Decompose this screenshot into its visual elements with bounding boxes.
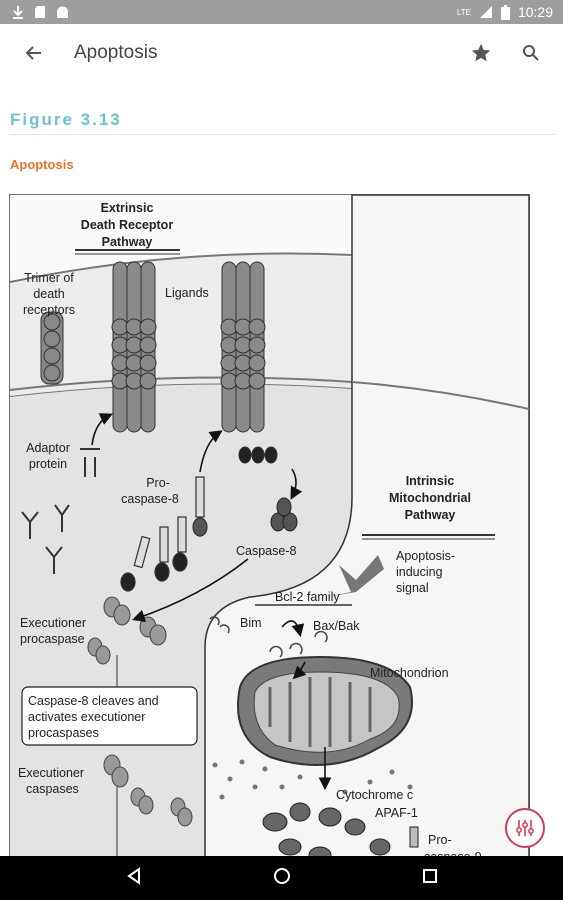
callout-box — [21, 686, 198, 746]
trimer-label-line3: receptors — [23, 303, 75, 317]
procaspase-8-molecules — [120, 476, 208, 592]
procaspase8-label-line2: caspase-8 — [121, 492, 179, 506]
cell-membrane-right — [351, 381, 530, 410]
system-nav-bar — [0, 856, 563, 900]
bim-label: Bim — [240, 616, 262, 630]
extrinsic-title-line2: Death Receptor — [81, 218, 174, 232]
favorite-button[interactable] — [459, 31, 503, 75]
apoptosis-diagram: Extrinsic Death Receptor Pathway Trimer … — [9, 194, 530, 856]
status-left-icons — [0, 5, 69, 19]
nav-recents-button[interactable] — [422, 868, 438, 889]
app-bar: Apoptosis — [0, 24, 563, 82]
signal-label-line1: Apoptosis- — [396, 549, 455, 563]
procaspase8-label-line1: Pro- — [146, 476, 170, 490]
sd-card-icon — [35, 6, 45, 18]
adaptor-label-line2: protein — [29, 457, 67, 471]
page-title: Apoptosis — [74, 42, 158, 63]
mitochondrion-label: Mitochondrion — [370, 666, 449, 680]
callout-line2: activates executioner — [28, 710, 145, 724]
mitochondrion-shape — [237, 655, 413, 766]
figure-divider — [10, 134, 555, 135]
signal-arrow — [326, 555, 384, 597]
exec-procaspase-label-line2: procaspase — [20, 632, 85, 646]
baxbak-label: Bax/Bak — [313, 619, 360, 633]
death-receptor-trimer — [40, 311, 64, 385]
signal-label-line3: signal — [396, 581, 429, 595]
intrinsic-title-line1: Intrinsic — [406, 474, 455, 488]
cytochrome-dots — [212, 759, 413, 800]
status-right-icons: LTE 10:29 — [457, 4, 563, 20]
procaspase9-label-line1: Pro- — [428, 833, 452, 847]
nav-home-icon — [274, 867, 291, 884]
nav-back-button[interactable] — [125, 866, 143, 890]
back-arrow-icon — [25, 46, 41, 60]
procaspase9-label-line2: caspase-9 — [424, 850, 482, 856]
caspase8-label: Caspase-8 — [236, 544, 296, 558]
clock: 10:29 — [517, 4, 553, 20]
trimer-label-line2: death — [33, 287, 64, 301]
status-bar: LTE 10:29 — [0, 0, 563, 24]
back-button[interactable] — [6, 25, 62, 81]
caspase-8-active — [270, 497, 298, 532]
android-icon — [57, 6, 68, 18]
search-icon — [523, 45, 539, 61]
signal-label-line2: inducing — [396, 565, 443, 579]
audio-eq-icon — [516, 820, 534, 836]
network-label: LTE — [456, 7, 471, 17]
bcl2-proteins — [209, 616, 328, 658]
callout-line3: procaspases — [28, 726, 99, 740]
pathway-arrows — [91, 413, 332, 791]
ligands-label: Ligands — [165, 286, 209, 300]
nav-recents-icon — [422, 868, 437, 883]
trimer-label-line1: Trimer of — [24, 271, 74, 285]
audio-button[interactable] — [505, 808, 545, 848]
ligand-receptor-complex-2 — [220, 261, 278, 464]
figure-subtitle: Apoptosis — [10, 157, 74, 172]
exec-caspases-label-line2: caspases — [26, 782, 79, 796]
cytochrome-label: Cytochrome c — [336, 788, 413, 802]
signal-icon — [479, 6, 492, 18]
intrinsic-title-line2: Mitochondrial — [389, 491, 471, 505]
bcl2-label: Bcl-2 family — [275, 590, 340, 604]
extrinsic-title-line3: Pathway — [102, 235, 153, 249]
apaf-1-blobs — [262, 802, 419, 856]
exec-caspases-label-line1: Executioner — [18, 766, 84, 780]
download-icon — [13, 6, 23, 19]
apaf1-label: APAF-1 — [375, 806, 418, 820]
ligand-receptor-complex-1 — [111, 261, 157, 433]
figure-title: Figure 3.13 — [10, 110, 122, 129]
adaptor-proteins — [21, 448, 100, 574]
callout-line1: Caspase-8 cleaves and — [28, 694, 159, 708]
star-icon — [471, 43, 491, 62]
content-area: Figure 3.13 Apoptosis — [0, 82, 563, 856]
adaptor-label-line1: Adaptor — [26, 441, 70, 455]
nav-home-button[interactable] — [273, 867, 291, 890]
extrinsic-title-line1: Extrinsic — [101, 201, 154, 215]
battery-icon — [500, 4, 510, 20]
nav-back-icon — [127, 866, 141, 885]
exec-procaspase-label-line1: Executioner — [20, 616, 86, 630]
intrinsic-title-line3: Pathway — [405, 508, 456, 522]
executioner-procaspase-blobs — [87, 596, 193, 827]
search-button[interactable] — [509, 31, 553, 75]
